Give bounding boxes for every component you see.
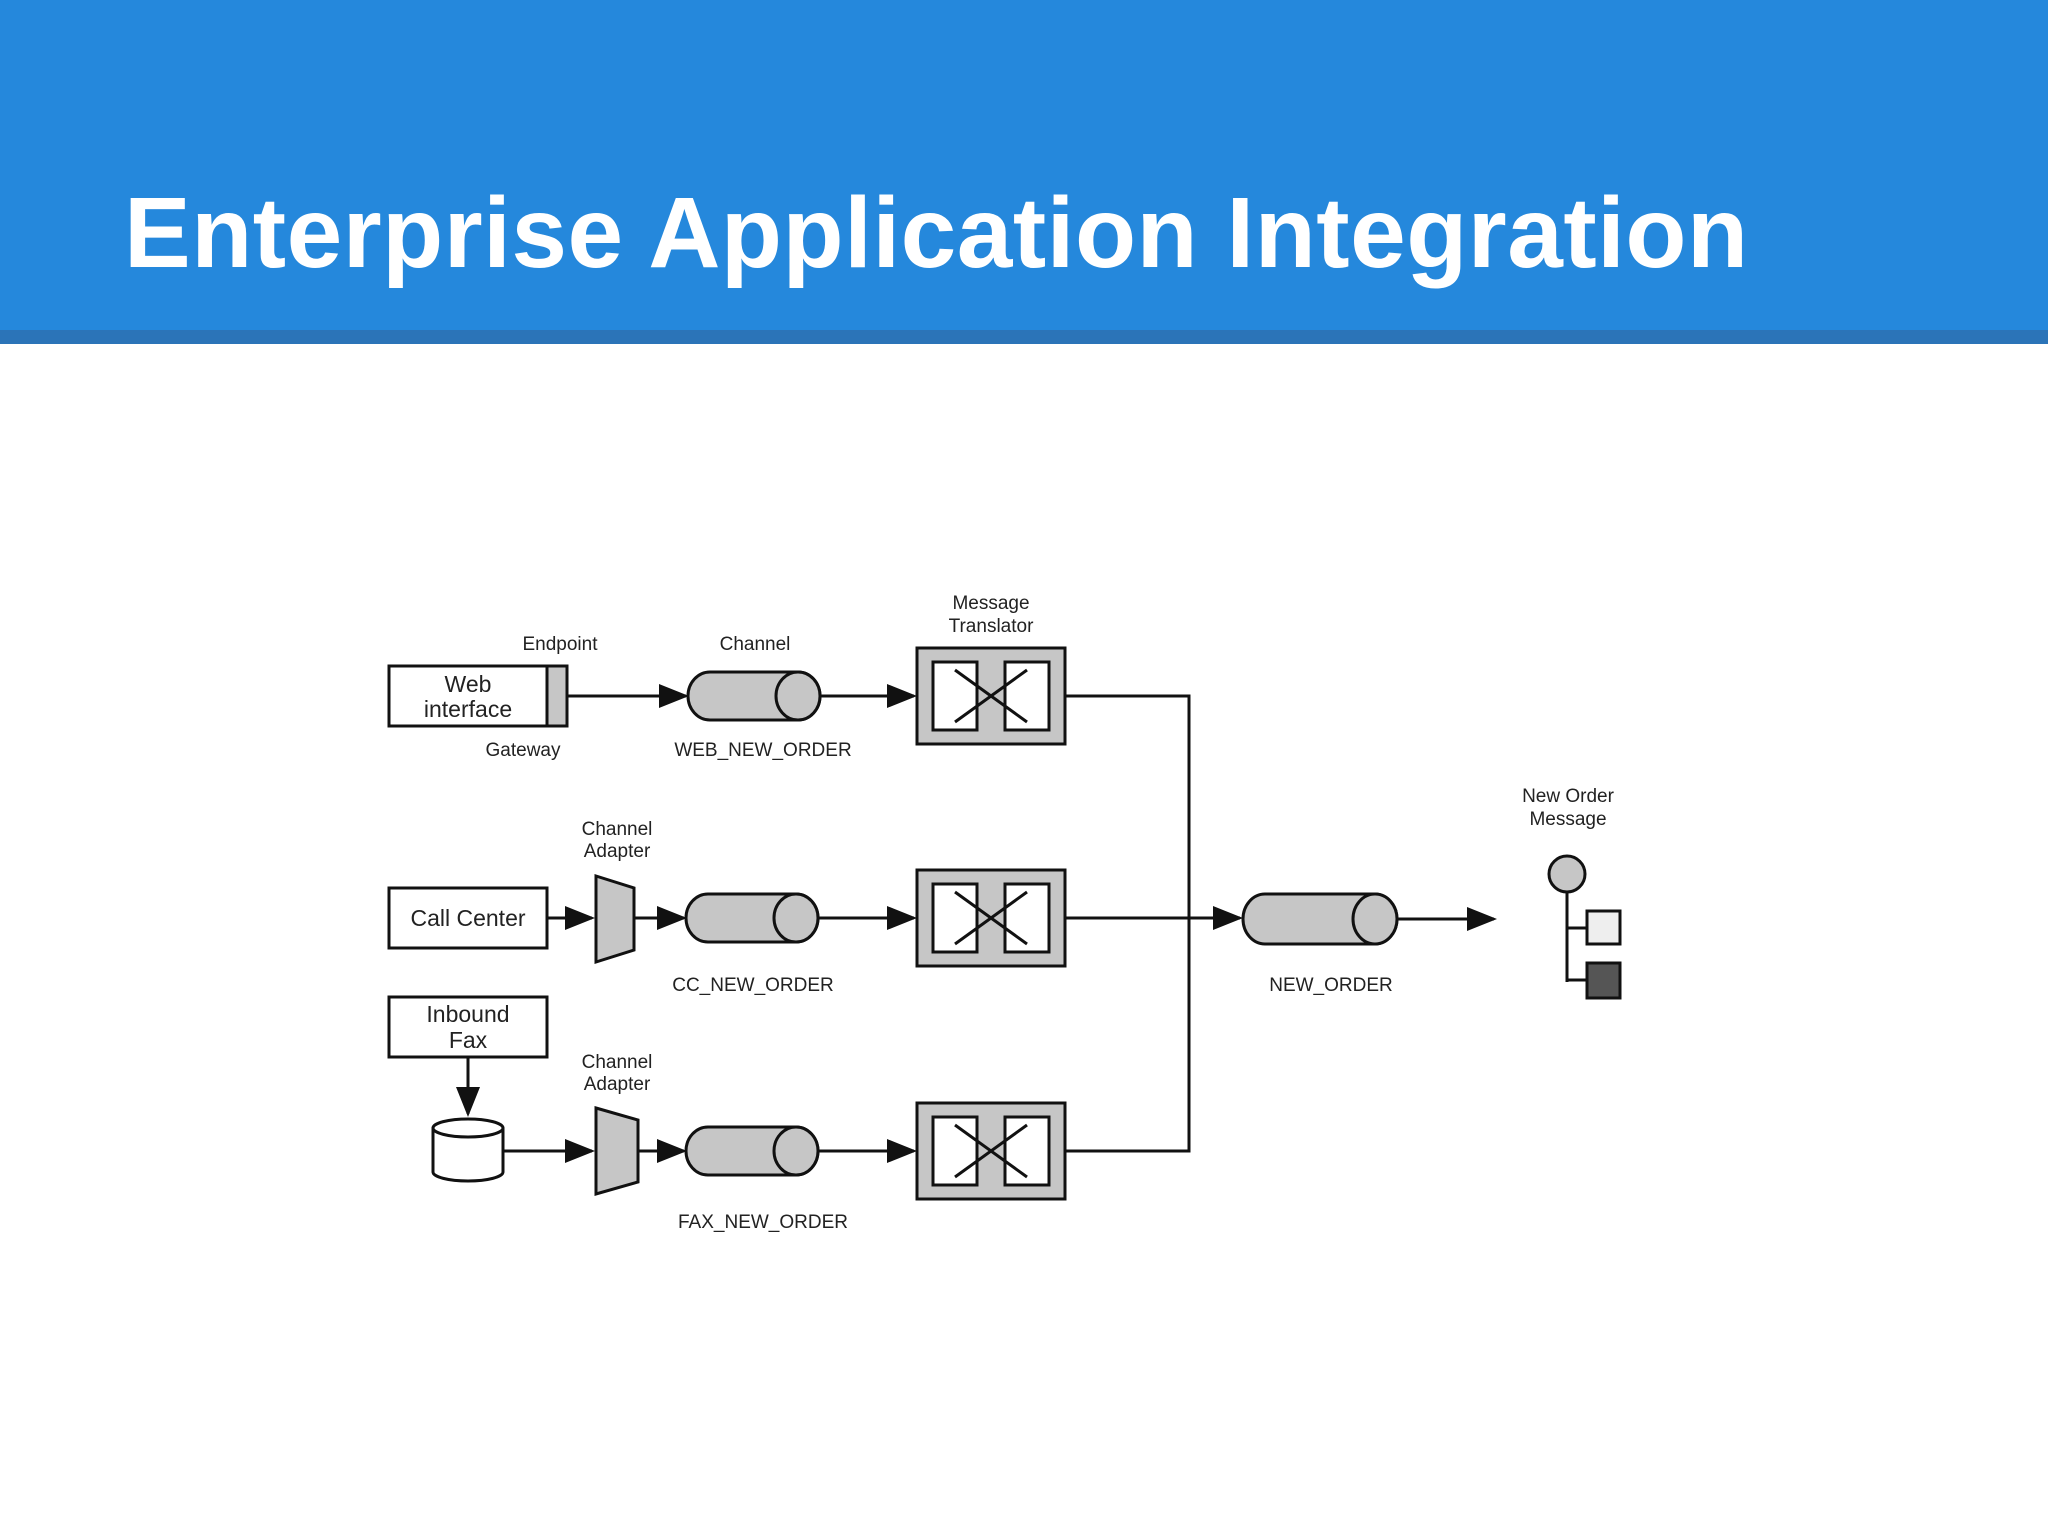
inbound-fax-label-line-2: Fax	[449, 1027, 488, 1053]
title-bar-underline	[0, 330, 2048, 344]
channel-adapter-1-label-line-2: Adapter	[584, 841, 651, 862]
web-new-order-channel	[686, 670, 822, 722]
message-translator-label-line-2: Translator	[949, 616, 1034, 637]
fax-file-store	[431, 1117, 505, 1183]
connector-fax-translator-to-merge	[1065, 918, 1191, 1153]
message-translator-cc	[915, 868, 1067, 968]
web-interface-label-line-2: interface	[424, 696, 512, 722]
slide-title: Enterprise Application Integration	[124, 177, 1749, 289]
new-order-message-label-line-2: Message	[1529, 809, 1606, 830]
inbound-fax-label-line-1: Inbound	[426, 1001, 509, 1027]
channel-adapter-2-label-line-1: Channel	[582, 1052, 653, 1073]
gateway-label: Gateway	[486, 740, 561, 761]
new-order-message-label-line-1: New Order	[1522, 786, 1615, 807]
message-translator-web	[915, 646, 1067, 746]
fax-new-order-label: FAX_NEW_ORDER	[678, 1212, 848, 1233]
new-order-label: NEW_ORDER	[1269, 975, 1393, 996]
connector-web-translator-to-merge	[1065, 694, 1191, 918]
web-interface-label-line-1: Web	[445, 671, 492, 697]
channel-adapter-1	[594, 873, 636, 965]
new-order-message-icon	[1547, 854, 1622, 1000]
cc-new-order-channel	[684, 892, 820, 944]
new-order-channel	[1241, 892, 1399, 946]
channel-adapter-1-label-line-1: Channel	[582, 819, 653, 840]
message-translator-fax	[915, 1101, 1067, 1201]
message-header-circle	[1547, 854, 1587, 894]
web-interface-node: Web interface	[387, 664, 569, 728]
web-new-order-label: WEB_NEW_ORDER	[674, 740, 851, 761]
channel-label: Channel	[720, 634, 791, 655]
call-center-node: Call Center	[387, 886, 549, 950]
message-translator-label-line-1: Message	[952, 593, 1029, 614]
fax-new-order-channel	[684, 1125, 820, 1177]
title-bar	[0, 0, 2048, 330]
gateway-bar	[545, 664, 569, 728]
cc-new-order-label: CC_NEW_ORDER	[672, 975, 834, 996]
message-body-light	[1585, 909, 1622, 946]
channel-adapter-2	[594, 1106, 640, 1196]
channel-adapter-2-label-line-2: Adapter	[584, 1074, 651, 1095]
call-center-label: Call Center	[410, 905, 525, 931]
inbound-fax-node: Inbound Fax	[387, 995, 549, 1059]
message-body-dark	[1585, 961, 1622, 1000]
endpoint-label: Endpoint	[522, 634, 598, 655]
